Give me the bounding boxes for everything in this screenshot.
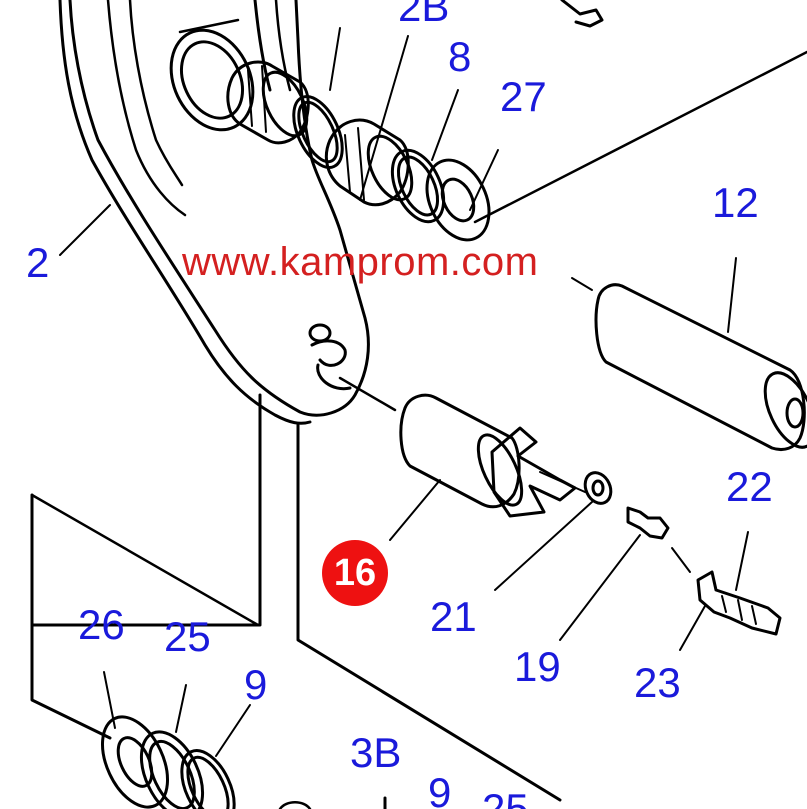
part-label-22: 22	[726, 463, 773, 510]
axis-line-upper	[473, 50, 807, 224]
part-label-2: 2	[26, 239, 50, 286]
axis-line-bolt	[671, 547, 691, 573]
part-label-21: 21	[430, 593, 477, 640]
part-label-26: 26	[78, 601, 125, 648]
lock-plate-23	[696, 570, 782, 636]
seal-ring	[292, 95, 344, 169]
part-label-2b: 2B	[398, 0, 450, 30]
ring-9	[180, 749, 236, 809]
o-ring-8	[390, 148, 446, 224]
grease-fitting	[308, 323, 352, 391]
bolt-top	[560, 0, 604, 28]
part-label-12: 12	[712, 179, 759, 226]
part-label-8: 8	[448, 33, 472, 80]
part-label-27: 27	[500, 73, 547, 120]
bracket-arm	[30, 0, 562, 809]
part-label-25-lower: 25	[482, 785, 529, 809]
washer-27	[425, 158, 491, 242]
retainer-plate	[490, 426, 586, 518]
pin-16	[399, 393, 524, 509]
part-label-19: 19	[514, 643, 561, 690]
part-label-3b: 3B	[350, 729, 402, 776]
bolt-19	[626, 506, 670, 540]
washer-21	[583, 471, 613, 505]
leader-lines	[59, 27, 749, 757]
axis-line-lower	[338, 376, 397, 412]
highlighted-part-badge-16[interactable]: 16	[322, 540, 388, 606]
part-label-9-lower: 9	[428, 769, 452, 809]
ring-26	[101, 715, 169, 809]
ring-25	[139, 730, 205, 809]
pin-12	[571, 277, 807, 452]
part-label-9: 9	[244, 661, 268, 708]
part-label-23: 23	[634, 659, 681, 706]
watermark-text: www.kamprom.com	[182, 240, 539, 284]
part-label-25: 25	[164, 613, 211, 660]
